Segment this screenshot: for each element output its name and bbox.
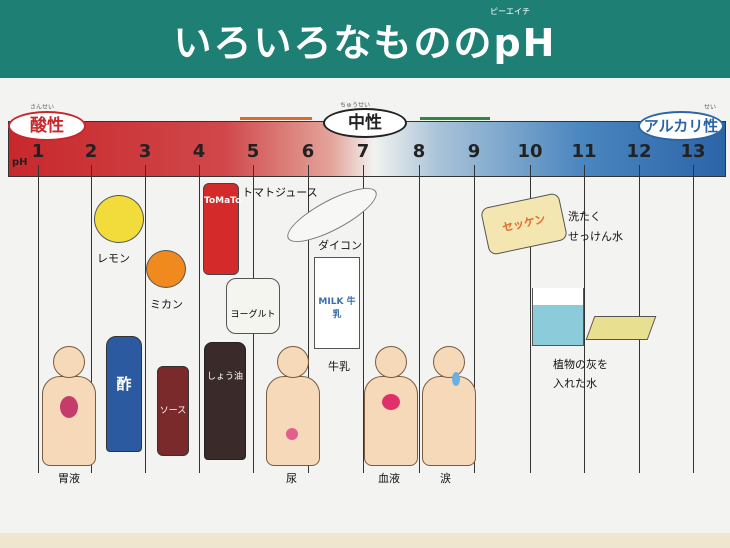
daikon-label: ダイコン: [318, 239, 362, 252]
neutral-ruby: ちゅうせい: [340, 102, 371, 109]
alkali-ruby: せい: [704, 104, 717, 111]
ph-gridline: [145, 165, 146, 473]
person-urine-icon: [264, 346, 320, 468]
alkali-label: アルカリ性: [638, 111, 724, 141]
ph-tick-label: 9: [467, 141, 481, 162]
ph-tick-label: 6: [301, 141, 315, 162]
ph-tick-label: 13: [680, 141, 706, 162]
ash-icon: [585, 316, 657, 340]
mikan-label: ミカン: [150, 298, 183, 311]
ph-tick-label: 3: [138, 141, 152, 162]
acid-label: 酸性: [8, 111, 86, 141]
sauce-bottle-icon: ソース: [157, 366, 189, 456]
alkali-arrow-icon: [420, 117, 490, 120]
person-blood-icon: [362, 346, 418, 468]
ph-tick-label: 8: [412, 141, 426, 162]
ph-gridline: [363, 165, 364, 473]
ph-tick-label: 5: [246, 141, 260, 162]
ph-axis-label: pH: [12, 157, 28, 168]
lemon-label: レモン: [97, 252, 130, 265]
tomato-label: トマトジュース: [242, 186, 318, 199]
vinegar-bottle-icon: 酢: [106, 336, 142, 452]
ph-tick-label: 7: [356, 141, 370, 162]
milk-label: 牛乳: [328, 360, 350, 373]
urine-label: 尿: [286, 472, 297, 485]
milk-pack-text: MILK: [318, 297, 344, 307]
soap-label-2: せっけん水: [568, 230, 623, 243]
milk-pack-icon: MILK 牛乳: [314, 257, 360, 349]
page-title: いろいろなもののpH: [173, 21, 557, 65]
person-gastric-icon: [40, 346, 96, 468]
ph-gridline: [308, 165, 309, 473]
soy-sauce-bottle-icon: しょう油: [204, 342, 246, 460]
tomato-can-icon: ToMaTo: [203, 183, 241, 275]
ph-tick-label: 12: [626, 141, 652, 162]
ash-label-1: 植物の灰を: [553, 358, 608, 371]
mikan-icon: [146, 250, 186, 288]
beaker-icon: [532, 288, 584, 346]
ph-tick-label: 2: [84, 141, 98, 162]
ph-gridline: [91, 165, 92, 473]
header-band: [0, 0, 730, 80]
ph-gridline: [38, 165, 39, 473]
ph-tick-label: 10: [517, 141, 543, 162]
ph-tick-label: 11: [571, 141, 597, 162]
acid-arrow-icon: [240, 117, 312, 120]
milk-pack-text2: 牛乳: [332, 297, 356, 320]
blood-label: 血液: [378, 472, 400, 485]
tears-label: 涙: [440, 472, 451, 485]
yogurt-icon: ヨーグルト: [226, 278, 280, 334]
ph-gridline: [584, 165, 585, 473]
ph-gridline: [693, 165, 694, 473]
person-tears-icon: [420, 346, 476, 468]
neutral-label: 中性: [323, 108, 407, 138]
ph-gridline: [199, 165, 200, 473]
ph-gridline: [419, 165, 420, 473]
title-ruby: ピーエイチ: [490, 7, 530, 16]
ash-label-2: 入れた水: [553, 377, 597, 390]
lemon-icon: [94, 195, 144, 243]
ph-tick-label: 1: [31, 141, 45, 162]
ph-gridline: [474, 165, 475, 473]
ph-gridline: [530, 165, 531, 473]
gastric-label: 胃液: [58, 472, 80, 485]
acid-ruby: さんせい: [30, 104, 55, 111]
ph-tick-label: 4: [192, 141, 206, 162]
soap-label-1: 洗たく: [568, 210, 601, 223]
